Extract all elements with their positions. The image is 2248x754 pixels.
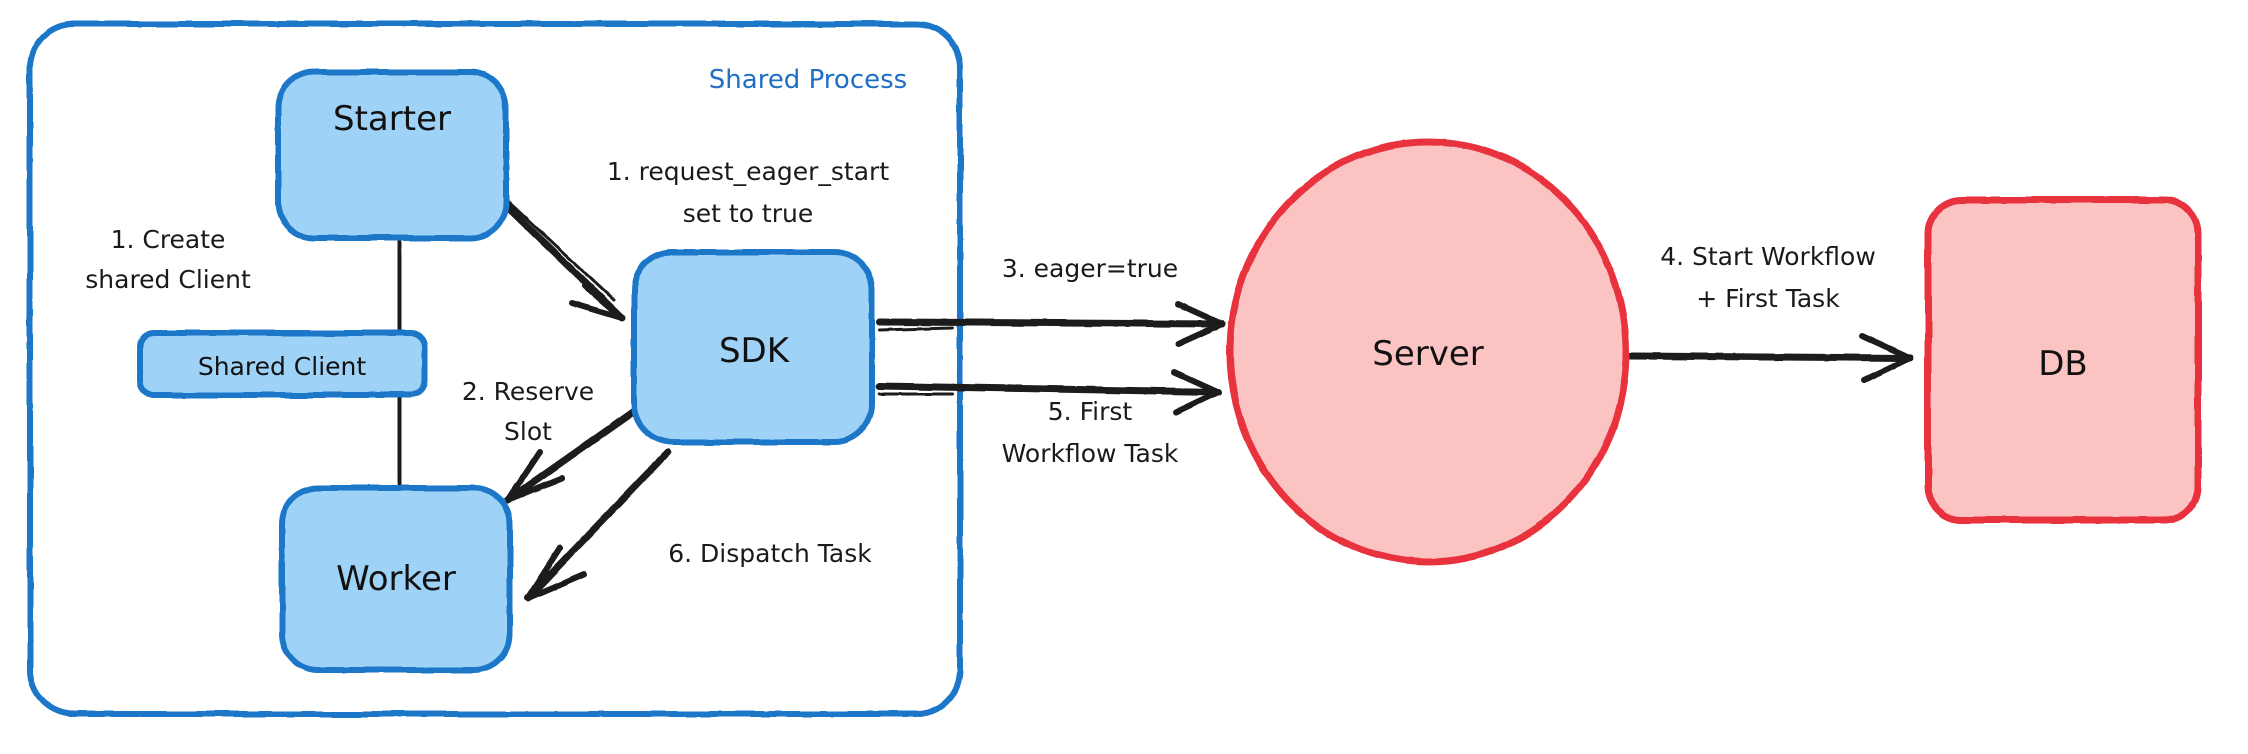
node-worker[interactable] <box>279 485 513 673</box>
edge-label-reserve-slot-line2: Slot <box>504 417 552 446</box>
node-shared-client-shape <box>137 330 428 398</box>
node-shared-client[interactable] <box>137 330 428 398</box>
edge-label-create-shared-client-line2: shared Client <box>85 265 251 294</box>
node-worker-shape <box>279 485 513 673</box>
edge-label-reserve-slot-line1: 2. Reserve <box>462 377 594 406</box>
node-db-shape <box>1924 196 2202 524</box>
node-starter[interactable] <box>275 69 509 241</box>
node-starter-label: Starter <box>333 99 451 139</box>
edge-label-create-shared-client-line1: 1. Create <box>111 225 226 254</box>
edge-label-first-workflow-task-line2: Workflow Task <box>1002 439 1179 468</box>
node-server-label: Server <box>1372 334 1484 374</box>
node-db[interactable] <box>1924 196 2202 524</box>
edge-reserve-slot <box>504 406 640 504</box>
edge-dispatch-task <box>524 448 672 602</box>
edge-label-start-workflow-line1: 4. Start Workflow <box>1660 242 1876 271</box>
group-title: Shared Process <box>709 65 907 95</box>
edge-label-request-eager-start-line1: 1. request_eager_start <box>607 157 889 186</box>
shared-process-group <box>27 21 963 717</box>
node-sdk-label: SDK <box>719 331 791 371</box>
node-server-shape <box>1226 138 1630 566</box>
node-sdk-shape <box>631 249 875 445</box>
node-sdk[interactable] <box>631 249 875 445</box>
node-db-label: DB <box>2038 344 2088 384</box>
node-server[interactable] <box>1226 138 1630 566</box>
shared-process-border <box>27 21 963 717</box>
edge-first-workflow-task <box>876 369 1222 415</box>
edge-start-workflow-db <box>1624 333 1914 383</box>
node-shared-client-label: Shared Client <box>198 352 367 381</box>
edge-label-start-workflow-line2: + First Task <box>1696 284 1840 313</box>
edge-label-dispatch-task: 6. Dispatch Task <box>668 539 872 568</box>
node-starter-shape <box>275 69 509 241</box>
edge-label-first-workflow-task-line1: 5. First <box>1048 397 1133 426</box>
edge-eager-true <box>876 301 1226 347</box>
edge-label-request-eager-start-line2: set to true <box>683 199 814 228</box>
edge-label-eager-true: 3. eager=true <box>1002 254 1178 283</box>
node-worker-label: Worker <box>336 559 456 599</box>
edge-request-eager-start <box>496 192 626 322</box>
